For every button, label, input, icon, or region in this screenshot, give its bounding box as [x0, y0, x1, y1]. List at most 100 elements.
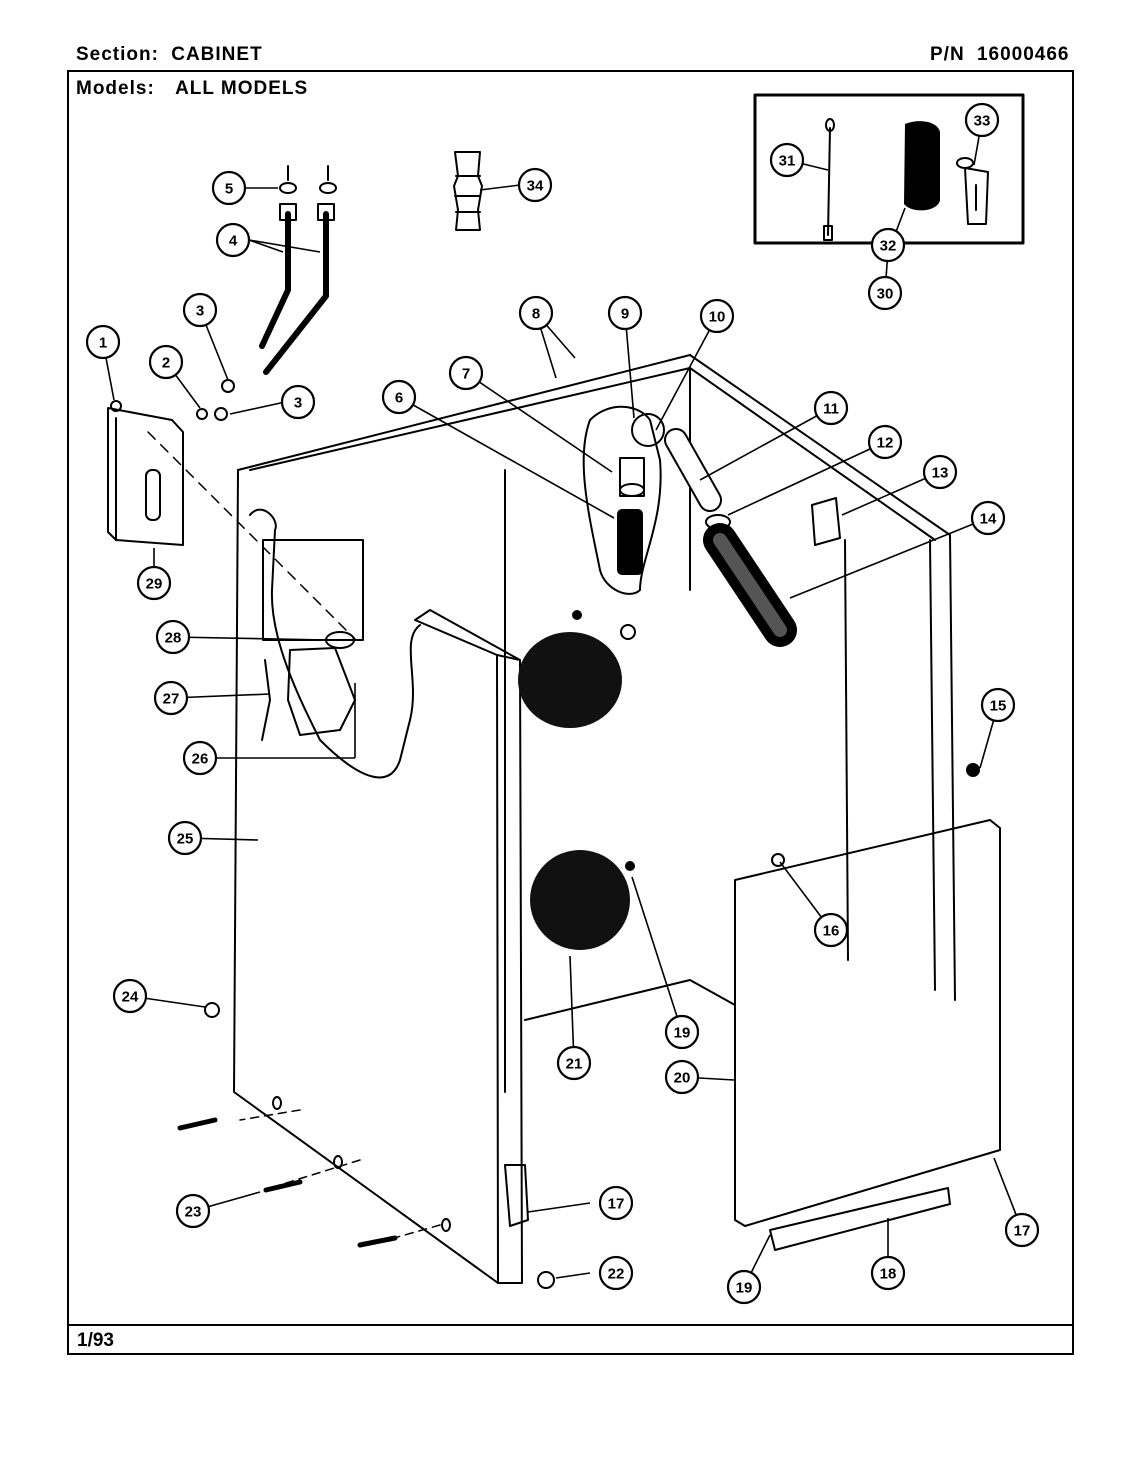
callout-number: 14: [980, 511, 997, 528]
callout-number: 17: [608, 1196, 625, 1213]
callout-31: 31: [769, 142, 805, 178]
callout-number: 12: [877, 435, 894, 452]
part-21-motor-lower: [530, 850, 630, 950]
pn-label: P/N: [930, 44, 965, 65]
cutaway-outline: [249, 508, 421, 779]
part-34-coupling: [453, 151, 483, 231]
callout-number: 32: [880, 238, 897, 255]
callout-number: 31: [779, 153, 796, 170]
cabinet-side: [233, 469, 499, 1284]
callout-3: 3: [182, 292, 218, 328]
callout-10: 10: [699, 298, 735, 334]
diagram-frame: [67, 70, 1074, 1355]
callout-4: 4: [215, 222, 251, 258]
callout-number: 16: [823, 923, 840, 940]
callout-2: 2: [148, 344, 184, 380]
callout-23: 23: [175, 1193, 211, 1229]
models-header: Models: ALL MODELS: [76, 78, 308, 100]
callout-22: 22: [598, 1255, 634, 1291]
callout-32: 32: [870, 227, 906, 263]
callout-number: 10: [709, 309, 726, 326]
callout-30: 30: [867, 275, 903, 311]
callout-12: 12: [867, 424, 903, 460]
callout-19: 19: [726, 1269, 762, 1305]
callout-11: 11: [813, 390, 849, 426]
callout-6: 6: [381, 379, 417, 415]
part-21-motor-upper: [518, 632, 622, 728]
models-value: ALL MODELS: [175, 78, 309, 99]
callout-21: 21: [556, 1045, 592, 1081]
part-31-rod: [827, 127, 831, 236]
callout-number: 11: [823, 401, 839, 418]
access-panel: [734, 819, 1001, 1227]
part-6-hose: [617, 509, 643, 575]
callout-number: 3: [196, 303, 204, 320]
section-value: CABINET: [171, 44, 263, 65]
callout-number: 28: [165, 630, 182, 647]
part-32-bellows: [904, 121, 940, 211]
inlet-hose-a: [259, 211, 291, 349]
callout-number: 26: [192, 751, 209, 768]
callout-number: 21: [566, 1056, 583, 1073]
callout-16: 16: [813, 912, 849, 948]
part-13-pad: [811, 497, 841, 546]
callout-8: 8: [518, 295, 554, 331]
callout-number: 1: [99, 335, 107, 352]
cabinet-top-edge: [237, 354, 956, 1001]
callout-20: 20: [664, 1059, 700, 1095]
callout-number: 9: [621, 306, 629, 323]
callout-25: 25: [167, 820, 203, 856]
callout-13: 13: [922, 454, 958, 490]
revision-date: 1/93: [77, 1330, 114, 1351]
callout-number: 3: [294, 395, 302, 412]
callout-28: 28: [155, 619, 191, 655]
callout-5: 5: [211, 170, 247, 206]
callout-number: 5: [225, 181, 233, 198]
callout-number: 15: [990, 698, 1007, 715]
callout-15: 15: [980, 687, 1016, 723]
inlet-hose-b: [263, 211, 329, 375]
callout-1: 1: [85, 324, 121, 360]
callout-number: 27: [163, 691, 180, 708]
section-header: Section: CABINET: [76, 44, 263, 66]
part-33-bracket: [964, 167, 989, 225]
callout-27: 27: [153, 680, 189, 716]
callout-7: 7: [448, 355, 484, 391]
callout-number: 22: [608, 1266, 625, 1283]
callout-number: 17: [1014, 1223, 1031, 1240]
callout-number: 24: [122, 989, 139, 1006]
callout-29: 29: [136, 565, 172, 601]
pn-value: 16000466: [976, 44, 1070, 65]
callout-number: 8: [532, 306, 540, 323]
callout-34: 34: [517, 167, 553, 203]
section-label: Section:: [76, 44, 159, 65]
callout-number: 18: [880, 1266, 897, 1283]
part-29-bracket: [107, 407, 184, 546]
footer-divider: [67, 1324, 1074, 1326]
callout-14: 14: [970, 500, 1006, 536]
callout-number: 4: [229, 233, 238, 250]
callout-9: 9: [607, 295, 643, 331]
callout-number: 2: [162, 355, 170, 372]
callout-33: 33: [964, 102, 1000, 138]
callout-number: 29: [146, 576, 163, 593]
callout-17: 17: [598, 1185, 634, 1221]
callout-number: 19: [674, 1025, 691, 1042]
callout-3: 3: [280, 384, 316, 420]
callout-number: 20: [674, 1070, 691, 1087]
callout-number: 7: [462, 366, 470, 383]
kickplate-18: [769, 1187, 951, 1251]
callout-number: 23: [185, 1204, 202, 1221]
part-number: P/N 16000466: [930, 44, 1070, 66]
callout-18: 18: [870, 1255, 906, 1291]
callout-17: 17: [1004, 1212, 1040, 1248]
callout-number: 19: [736, 1280, 753, 1297]
callout-number: 25: [177, 831, 194, 848]
models-label: Models:: [76, 78, 155, 99]
callout-19: 19: [664, 1014, 700, 1050]
callout-26: 26: [182, 740, 218, 776]
callout-number: 30: [877, 286, 894, 303]
callout-number: 13: [932, 465, 949, 482]
callout-number: 6: [395, 390, 403, 407]
